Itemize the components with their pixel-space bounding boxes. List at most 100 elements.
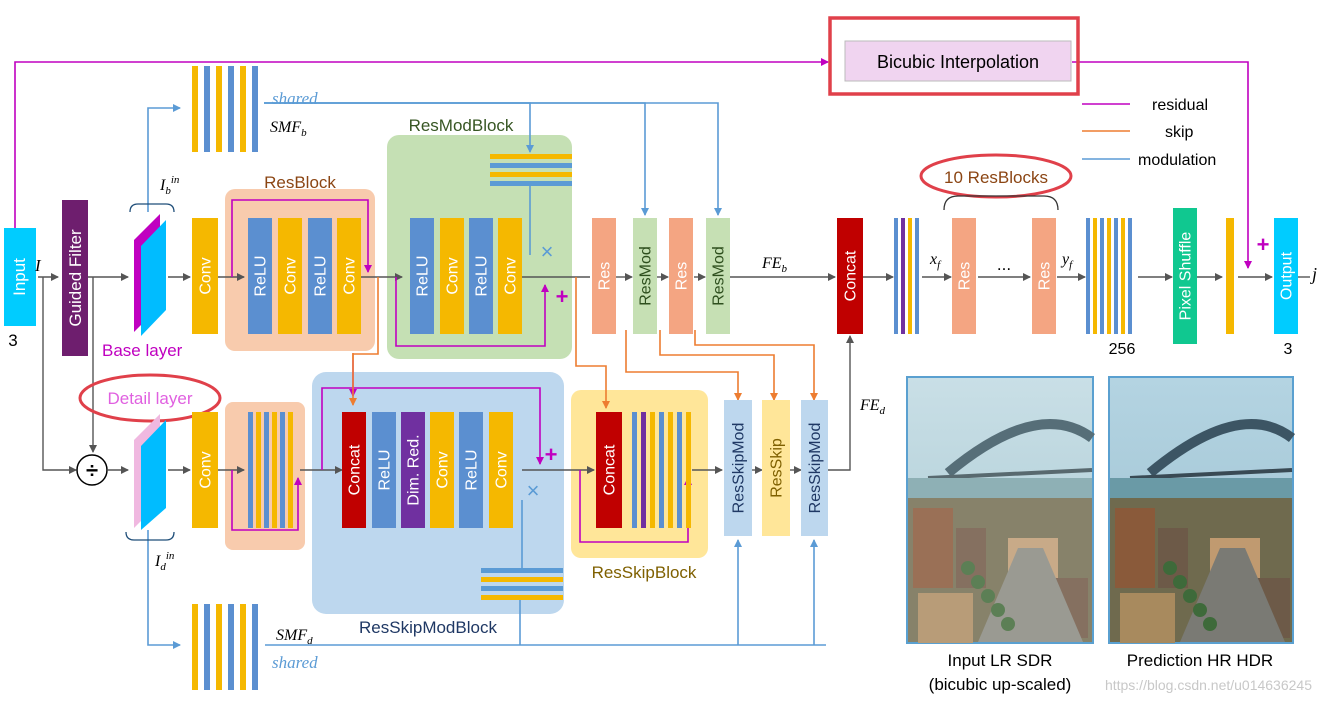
tail-feature-bar — [1086, 218, 1090, 334]
detail-layer-label: Detail layer — [107, 389, 192, 408]
smf-feature-bar — [192, 604, 198, 690]
resskip-bar — [659, 412, 664, 528]
channels-256: 256 — [1109, 341, 1136, 358]
photo-tree — [1193, 603, 1207, 617]
shared-bottom-label: shared — [272, 653, 318, 672]
resskipmod-concat — [342, 412, 366, 528]
photo-tree — [1163, 561, 1177, 575]
resmodblock-conv-1 — [440, 218, 464, 334]
watermark: https://blog.csdn.net/u014636245 — [1105, 677, 1312, 693]
caption-right: Prediction HR HDR — [1127, 651, 1273, 670]
smf-feature-bar — [192, 66, 198, 152]
base-res-2 — [669, 218, 693, 334]
modulation-lines — [147, 102, 826, 649]
legend-skip: skip — [1165, 124, 1194, 141]
tail-feature-bar — [1100, 218, 1104, 334]
detail-layer-brace — [125, 531, 175, 541]
prediction-hr-hdr-photo — [1108, 376, 1296, 644]
detail-resskipmod-1 — [724, 400, 752, 536]
smf-feature-bar — [252, 66, 258, 152]
smf-d-label: SMFd — [276, 627, 313, 647]
detail-resblock-bar — [256, 412, 261, 528]
bridge-arch — [944, 419, 1095, 477]
resskip-bar — [632, 412, 637, 528]
smf-feature-bar — [240, 66, 246, 152]
resblock-relu-2-label: ReLU — [313, 256, 330, 297]
resskipmod-relu-1-label: ReLU — [377, 450, 394, 491]
smf-feature-bar — [204, 604, 210, 690]
photo-building — [1120, 593, 1175, 643]
smf-b-stack — [192, 66, 258, 152]
resskip-bar — [668, 412, 673, 528]
tail-feature-bar — [1107, 218, 1111, 334]
detail-resblock-bar — [264, 412, 269, 528]
base-resmod-1 — [633, 218, 657, 334]
y-f-label: yf — [1060, 251, 1074, 271]
bicubic-highlight — [828, 16, 1080, 96]
smf-feature-bar — [216, 604, 222, 690]
photo-tree — [961, 561, 975, 575]
photo-building — [1115, 508, 1155, 588]
bridge-deck — [1129, 468, 1293, 480]
smf-d-stack — [192, 604, 258, 690]
resskipmod-dimred-label: Dim. Red. — [406, 434, 423, 505]
fusion-bar — [894, 218, 898, 334]
pre-output-conv — [1226, 218, 1234, 334]
resmod-modulation-stripes — [490, 154, 572, 186]
detail-layer-highlight — [78, 373, 222, 423]
resskipblock-title: ResSkipBlock — [592, 563, 697, 582]
photo-tree — [1183, 589, 1197, 603]
tail-feature-bar — [1114, 218, 1118, 334]
bicubic-label: Bicubic Interpolation — [877, 52, 1039, 72]
resskip-bar — [686, 412, 691, 528]
output-channels: 3 — [1284, 341, 1293, 358]
resskipmod-conv-2-label: Conv — [494, 451, 511, 488]
skip-lines — [349, 277, 818, 409]
resskipmod-dimred — [401, 412, 425, 528]
smf-feature-bar — [240, 604, 246, 690]
detail-layer-input-symbol: Idin — [154, 550, 175, 573]
resskipmod-modulation-stripes — [481, 568, 563, 600]
base-res-1-label: Res — [597, 262, 614, 290]
photo-building — [918, 593, 973, 643]
photo-tree — [971, 575, 985, 589]
output-block-label: Output — [1279, 251, 1296, 300]
ten-resblocks-label: 10 ResBlocks — [944, 168, 1048, 187]
fusion-bar — [915, 218, 919, 334]
detail-resskip — [762, 400, 790, 536]
resmod-plus: + — [556, 284, 569, 309]
resskipmod-concat-label: Concat — [347, 444, 364, 495]
resblock-title: ResBlock — [264, 173, 336, 192]
output-symbol: j — [1310, 264, 1317, 284]
resblock-relu-2 — [308, 218, 332, 334]
resskipmod-relu-1 — [372, 412, 396, 528]
resblock-conv-1-label: Conv — [283, 257, 300, 294]
input-label: Input — [10, 258, 29, 296]
tail-res-2 — [1032, 218, 1056, 334]
resskip-concat-label: Concat — [602, 444, 619, 495]
detail-stream-line — [42, 277, 854, 474]
detail-resblock-bar — [272, 412, 277, 528]
base-resmod-2 — [706, 218, 730, 334]
pixel-shuffle — [1173, 208, 1197, 344]
resmodblock-relu-1-label: ReLU — [415, 256, 432, 297]
detail-resskipmod-2 — [801, 400, 828, 536]
shared-top-label: shared — [272, 89, 318, 108]
resmodblock-conv-2 — [498, 218, 522, 334]
input-channels: 3 — [8, 331, 17, 350]
resskip-concat — [596, 412, 622, 528]
pixel-shuffle-label: Pixel Shuffle — [1178, 232, 1195, 321]
resskipmod-conv-1 — [430, 412, 454, 528]
base-resmod-1-label: ResMod — [638, 246, 655, 306]
legend-residual: residual — [1152, 97, 1208, 114]
ten-resblocks-brace — [943, 195, 1059, 211]
base-conv — [192, 218, 218, 334]
resskipmodblock-title: ResSkipModBlock — [359, 618, 497, 637]
caption-left-line1: Input LR SDR — [948, 651, 1053, 670]
fe-d-label: FEd — [859, 397, 886, 417]
detail-resblock-bar — [248, 412, 253, 528]
ellipsis: ... — [997, 255, 1011, 274]
